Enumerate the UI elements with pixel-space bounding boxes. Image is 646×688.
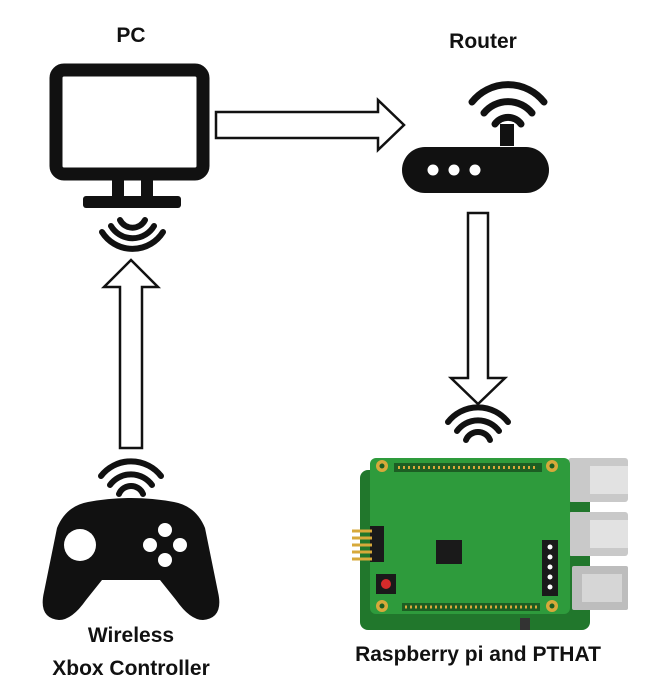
controller-label-line1: Wireless — [88, 624, 174, 647]
router-signal-icon — [468, 81, 548, 128]
arrow-router-to-pi — [447, 211, 509, 406]
raspberry-pi-board-icon — [352, 458, 628, 630]
monitor-icon — [49, 63, 210, 208]
controller-signal-icon — [98, 458, 164, 497]
arrow-pc-to-router — [214, 97, 406, 153]
arrow-controller-to-pc — [100, 258, 162, 450]
pi-label: Raspberry pi and PTHAT — [355, 643, 601, 666]
pc-label: PC — [116, 24, 145, 47]
pc-signal-icon — [99, 217, 166, 252]
pi-signal-icon — [445, 404, 511, 443]
router-label: Router — [449, 30, 517, 53]
controller-label-line2: Xbox Controller — [52, 657, 210, 680]
gamepad-icon — [42, 498, 220, 620]
router-icon — [402, 124, 549, 193]
